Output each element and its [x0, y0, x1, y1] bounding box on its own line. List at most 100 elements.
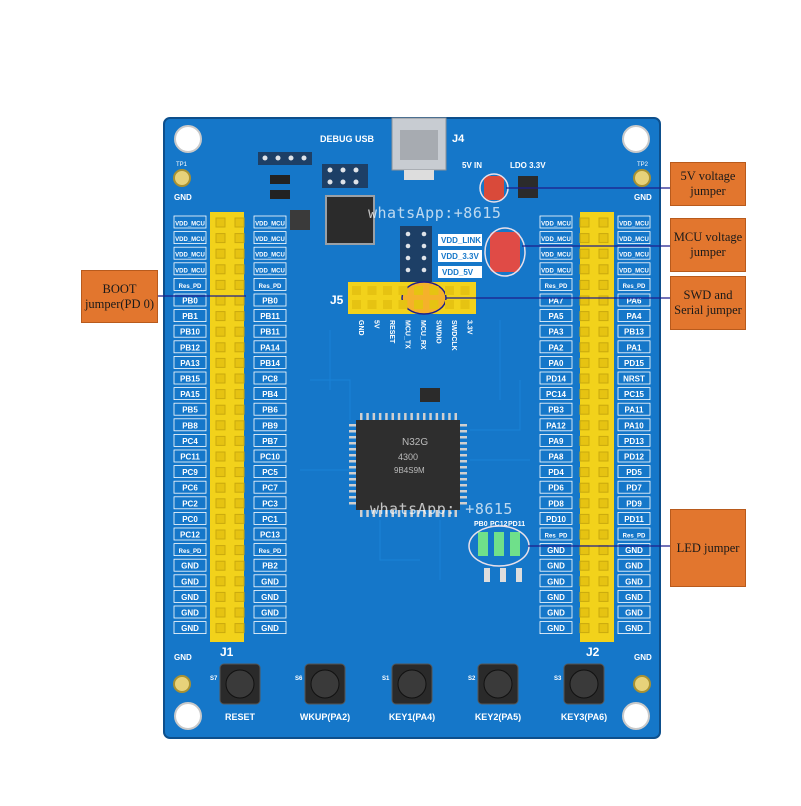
svg-text:KEY2(PA5): KEY2(PA5): [475, 712, 521, 722]
left_pins2-pin-label: PB6: [262, 406, 278, 415]
svg-text:GND: GND: [634, 653, 652, 662]
right_pins-pin-label: PD8: [548, 499, 564, 508]
left_pins2-pin-label: PC13: [260, 531, 281, 540]
svg-text:S3: S3: [554, 676, 562, 682]
right_pins2-pin-label: Res_PD: [623, 284, 646, 290]
5v-jumper: [484, 176, 504, 200]
mcu-voltage-jumper-callout: MCU voltage jumper: [670, 218, 746, 272]
left_pins-pin-label: VDD_MCU: [175, 253, 205, 259]
right_pins-pin-label: PA0: [549, 359, 565, 368]
j5-pin-label: RESET: [388, 320, 395, 344]
j5-pin-label: 3.3V: [466, 320, 473, 335]
debug-usb-label: DEBUG USB: [320, 134, 375, 144]
left_pins2-pin-label: PB4: [262, 390, 278, 399]
left_pins-pin-label: PA13: [180, 359, 200, 368]
right_pins-pin-label: PA3: [549, 328, 565, 337]
right_pins2-pin-label: GND: [625, 577, 643, 586]
swd-serial-jumper: [401, 281, 447, 315]
right_pins2-pin-label: VDD_MCU: [619, 237, 649, 243]
right_pins2-pin-label: PD11: [624, 515, 644, 524]
svg-text:WKUP(PA2): WKUP(PA2): [300, 712, 350, 722]
right_pins2-pin-label: PD15: [624, 359, 645, 368]
left_pins2-pin-label: GND: [261, 609, 279, 618]
right_pins2-pin-label: NRST: [623, 375, 645, 384]
right_pins2-pin-label: GND: [625, 609, 643, 618]
svg-text:GND: GND: [174, 193, 192, 202]
left_pins-pin-label: Res_PD: [179, 549, 202, 555]
right_pins-pin-label: PD14: [546, 375, 567, 384]
svg-text:J2: J2: [586, 645, 600, 659]
left_pins-pin-label: GND: [181, 593, 199, 602]
crystal: [290, 210, 310, 230]
left_pins-pin-label: PB12: [180, 343, 201, 352]
j5-pin-label: SWDIO: [435, 320, 442, 344]
left_pins2-pin-label: PB7: [262, 437, 278, 446]
right_pins2-pin-label: VDD_MCU: [619, 253, 649, 259]
usb-connector: [391, 117, 447, 180]
left_pins2-pin-label: PB0: [262, 297, 278, 306]
5v-voltage-jumper-callout: 5V voltage jumper: [670, 162, 746, 206]
left_pins2-pin-label: PA14: [260, 343, 280, 352]
left_pins2-pin-label: PC8: [262, 375, 278, 384]
j5-pin-label: 5V: [373, 320, 380, 329]
svg-text:N32G: N32G: [402, 437, 428, 448]
right_pins-pin-label: GND: [547, 593, 565, 602]
mcu-voltage-jumper: [490, 232, 520, 272]
left_pins-pin-label: GND: [181, 562, 199, 571]
svg-text:J4: J4: [452, 133, 465, 145]
right_pins2-pin-label: PC15: [624, 390, 645, 399]
svg-text:GND: GND: [634, 193, 652, 202]
right_pins2-pin-label: PA4: [627, 312, 643, 321]
left_pins-pin-label: PC11: [180, 453, 200, 462]
right_pins-pin-label: Res_PD: [545, 534, 568, 540]
left_pins2-pin-label: PB9: [262, 421, 278, 430]
mounting-holes: [174, 125, 650, 730]
left_pins2-pin-label: GND: [261, 593, 279, 602]
left_pins-pin-label: PB8: [182, 421, 198, 430]
left_pins-pin-label: VDD_MCU: [175, 237, 205, 243]
left_pins-pin-label: PA15: [180, 390, 200, 399]
svg-text:PD11: PD11: [508, 521, 525, 528]
right_pins-pin-label: PC14: [546, 390, 567, 399]
led-jumper: PB0 PC12 PD11: [468, 521, 530, 582]
right_pins2-pin-label: GND: [625, 624, 643, 633]
svg-text:VDD_5V: VDD_5V: [442, 268, 474, 277]
svg-text:GND: GND: [174, 653, 192, 662]
right_pins2-pin-label: PD12: [624, 453, 645, 462]
right_pins2-pin-label: PB13: [624, 328, 645, 337]
svg-text:VDD_3.3V: VDD_3.3V: [441, 252, 479, 261]
j5-pin-label: SWDCLK: [450, 320, 457, 351]
right_pins2-pin-label: VDD_MCU: [619, 222, 649, 228]
swd-serial-jumper-callout: SWD and Serial jumper: [670, 276, 746, 330]
left_pins2-pin-label: PC1: [262, 515, 278, 524]
left_pins-pin-label: PC12: [180, 531, 201, 540]
j5-pin-label: MCU_RX: [419, 320, 426, 350]
right_pins-pin-label: PD4: [548, 468, 564, 477]
small-pin-headers: [258, 152, 432, 282]
svg-text:S2: S2: [468, 676, 476, 682]
right_pins-pin-label: PA5: [549, 312, 565, 321]
right_pins-pin-label: PA2: [549, 343, 565, 352]
svg-text:KEY3(PA6): KEY3(PA6): [561, 712, 607, 722]
svg-text:LDO 3.3V: LDO 3.3V: [510, 161, 546, 170]
svg-text:S7: S7: [210, 676, 218, 682]
right_pins2-pin-label: PA11: [625, 406, 645, 415]
right_pins-pin-label: GND: [547, 546, 565, 555]
left_pins-pin-label: GND: [181, 624, 199, 633]
left_pins-pin-label: PC2: [182, 499, 198, 508]
header-pin-labels: VDD_MCU VDD_MCU VDD_MCU VDD_MCU Res_PD PB0PB1…: [173, 215, 651, 634]
right_pins-pin-label: GND: [547, 577, 565, 586]
left_pins-pin-label: VDD_MCU: [175, 222, 205, 228]
right_pins2-pin-label: GND: [625, 562, 643, 571]
right_pins2-pin-label: GND: [625, 593, 643, 602]
left_pins2-pin-label: PC3: [262, 499, 278, 508]
debug-chip: [325, 195, 375, 245]
right_pins2-pin-label: VDD_MCU: [619, 268, 649, 274]
svg-text:J1: J1: [220, 645, 234, 659]
